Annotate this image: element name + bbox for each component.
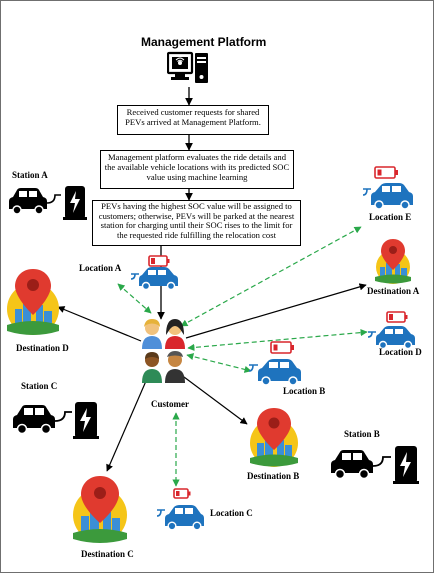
flow-step-received-requests: Received customer requests for shared PE… bbox=[117, 105, 269, 135]
arrow-to-destination-c bbox=[106, 380, 147, 472]
location-a-label: Location A bbox=[79, 263, 122, 273]
dashed-arrow-location-b bbox=[186, 353, 252, 373]
station-a-label: Station A bbox=[12, 170, 48, 180]
charging-station-car-icon bbox=[9, 186, 87, 220]
ev-car-low-battery-icon bbox=[367, 311, 415, 349]
destination-b-label: Destination B bbox=[247, 471, 300, 481]
destination-c-label: Destination C bbox=[81, 549, 134, 559]
location-b-label: Location B bbox=[283, 386, 326, 396]
map-pin-city-icon bbox=[7, 269, 59, 335]
destination-d-label: Destination D bbox=[16, 343, 69, 353]
ev-car-low-battery-icon bbox=[362, 166, 413, 210]
page-title: Management Platform bbox=[141, 35, 267, 49]
map-pin-city-icon bbox=[73, 476, 127, 543]
charging-station-car-icon bbox=[331, 446, 419, 484]
flow-step-assign-pevs: PEVs having the highest SOC value will b… bbox=[92, 200, 301, 246]
flow-step-evaluate-ml: Management platform evaluates the ride d… bbox=[100, 150, 294, 189]
charging-station-car-icon bbox=[13, 402, 99, 439]
arrow-to-destination-b bbox=[183, 376, 248, 425]
dashed-arrow-location-a bbox=[117, 283, 152, 314]
ev-car-low-battery-icon bbox=[130, 255, 178, 289]
map-pin-city-icon bbox=[250, 408, 298, 467]
location-d-label: Location D bbox=[379, 347, 422, 357]
destination-a-label: Destination A bbox=[367, 286, 420, 296]
station-c-label: Station C bbox=[21, 381, 58, 391]
ev-car-low-battery-icon bbox=[156, 488, 204, 530]
location-c-label: Location C bbox=[210, 508, 253, 518]
dashed-arrow-location-e bbox=[180, 226, 362, 327]
station-b-label: Station B bbox=[344, 429, 380, 439]
arrow-to-destination-d bbox=[57, 306, 142, 342]
people-group-icon bbox=[142, 319, 185, 383]
customer-label: Customer bbox=[151, 399, 189, 409]
dashed-arrow-location-d bbox=[187, 328, 368, 352]
ev-car-low-battery-icon bbox=[248, 341, 301, 385]
computer-tower-icon bbox=[167, 51, 208, 83]
map-pin-city-icon bbox=[375, 239, 411, 284]
arrow-to-destination-a bbox=[185, 283, 367, 339]
location-e-label: Location E bbox=[369, 212, 412, 222]
